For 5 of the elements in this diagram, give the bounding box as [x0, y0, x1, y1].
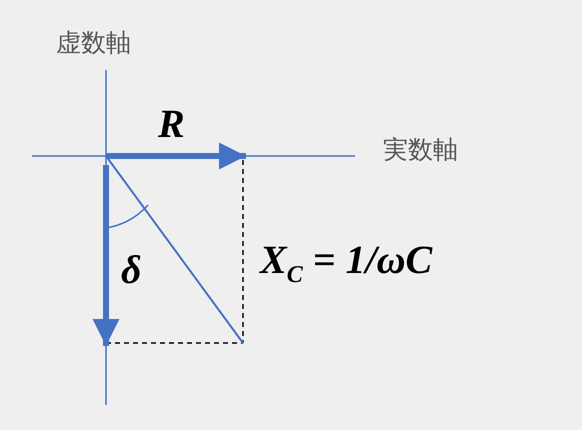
vector-label: R [158, 104, 185, 144]
axis-label: 虚数軸 [56, 30, 131, 55]
axis-label: 実数軸 [383, 137, 458, 162]
angle-label: δ [121, 250, 142, 290]
formula-label: X$_{C}$ = 1/ωC [260, 240, 432, 287]
